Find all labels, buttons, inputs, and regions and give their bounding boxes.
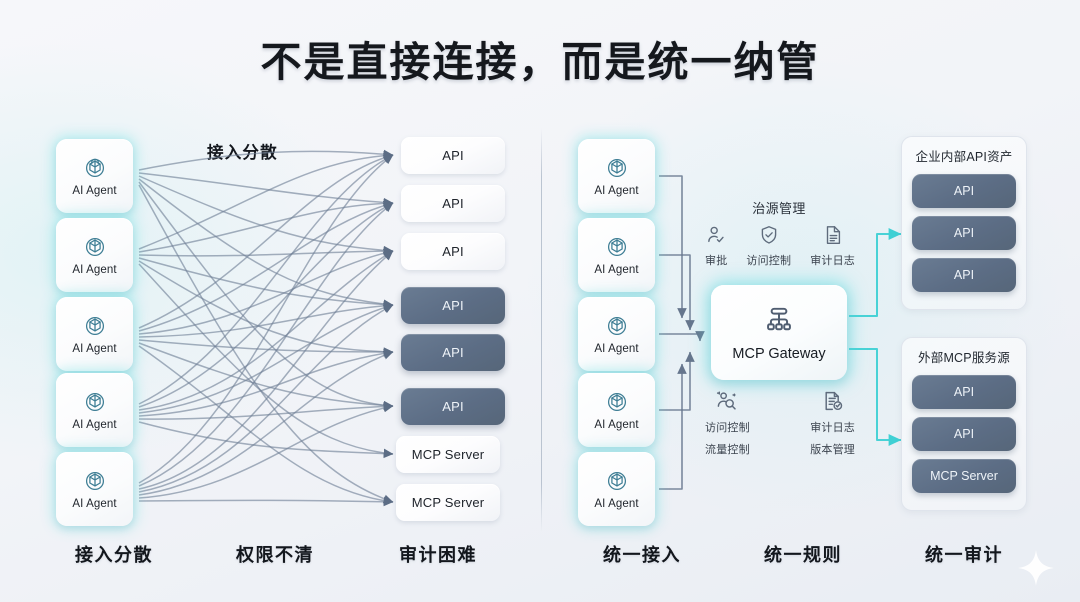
- panel-external-mcp-sources: 外部MCP服务源 API API MCP Server: [901, 337, 1027, 511]
- agent-label: AI Agent: [594, 184, 639, 197]
- openai-logo-icon: [85, 392, 104, 411]
- openai-logo-icon: [85, 237, 104, 256]
- user-check-icon: [708, 226, 724, 243]
- scatter-heading: 接入分散: [207, 144, 278, 162]
- left-agent-card-1[interactable]: AI Agent: [56, 139, 133, 213]
- sparkle-icon: [1018, 550, 1054, 586]
- openai-logo-icon: [607, 237, 626, 256]
- mcp-gateway-node[interactable]: MCP Gateway: [711, 285, 847, 380]
- capability-audit-log[interactable]: 审计日志 版本管理: [810, 389, 855, 457]
- capability-caption-top: 访问控制: [705, 422, 750, 434]
- panel-title: 外部MCP服务源: [918, 351, 1010, 365]
- panel-item[interactable]: API: [912, 417, 1016, 451]
- governance-caption: 访问控制: [746, 255, 792, 267]
- agent-label: AI Agent: [594, 418, 639, 431]
- governance-title: 治源管理: [752, 201, 806, 216]
- capability-access-control[interactable]: 访问控制 流量控制: [705, 389, 750, 457]
- governance-item-access-control[interactable]: 访问控制: [746, 224, 791, 268]
- capability-caption-bottom: 流量控制: [705, 444, 750, 456]
- bottom-label-right-3: 统一审计: [925, 545, 1003, 565]
- access-scan-icon: [717, 391, 737, 410]
- openai-logo-icon: [607, 158, 626, 177]
- bottom-label-left-2: 权限不清: [236, 545, 314, 565]
- section-divider: [541, 128, 542, 532]
- capability-caption-top: 审计日志: [810, 422, 855, 434]
- openai-logo-icon: [85, 471, 104, 490]
- left-endpoint-7[interactable]: MCP Server: [396, 436, 500, 473]
- right-agent-card-3[interactable]: AI Agent: [578, 297, 655, 371]
- governance-caption: 审计日志: [810, 255, 855, 267]
- left-endpoint-1[interactable]: API: [401, 137, 505, 174]
- agent-label: AI Agent: [594, 342, 639, 355]
- governance-item-audit-log[interactable]: 审计日志: [810, 224, 855, 268]
- left-agent-card-2[interactable]: AI Agent: [56, 218, 133, 292]
- left-endpoint-6[interactable]: API: [401, 388, 505, 425]
- panel-item[interactable]: API: [912, 258, 1016, 292]
- document-lines-icon: [826, 226, 840, 244]
- audit-check-icon: [825, 391, 842, 411]
- left-agent-card-4[interactable]: AI Agent: [56, 373, 133, 447]
- left-endpoint-8[interactable]: MCP Server: [396, 484, 500, 521]
- left-endpoint-3[interactable]: API: [401, 233, 505, 270]
- agent-label: AI Agent: [72, 342, 117, 355]
- openai-logo-icon: [85, 316, 104, 335]
- page-title: 不是直接连接，而是统一纳管: [260, 39, 820, 85]
- panel-title: 企业内部API资产: [915, 150, 1013, 164]
- right-agent-card-2[interactable]: AI Agent: [578, 218, 655, 292]
- openai-logo-icon: [85, 158, 104, 177]
- left-endpoint-4[interactable]: API: [401, 287, 505, 324]
- panel-item[interactable]: API: [912, 216, 1016, 250]
- governance-caption: 审批: [705, 255, 728, 267]
- left-endpoint-5[interactable]: API: [401, 334, 505, 371]
- agent-label: AI Agent: [594, 263, 639, 276]
- left-endpoint-2[interactable]: API: [401, 185, 505, 222]
- openai-logo-icon: [607, 392, 626, 411]
- agent-label: AI Agent: [72, 184, 117, 197]
- hierarchy-icon: [767, 307, 791, 330]
- right-agent-card-1[interactable]: AI Agent: [578, 139, 655, 213]
- panel-items: API API API: [902, 174, 1026, 292]
- bottom-label-left-3: 审计困难: [399, 545, 477, 565]
- right-agent-card-5[interactable]: AI Agent: [578, 452, 655, 526]
- agent-label: AI Agent: [594, 497, 639, 510]
- openai-logo-icon: [607, 316, 626, 335]
- bottom-label-right-2: 统一规则: [764, 545, 842, 565]
- agent-label: AI Agent: [72, 263, 117, 276]
- panel-item[interactable]: API: [912, 375, 1016, 409]
- bottom-label-left-1: 接入分散: [75, 545, 153, 565]
- panel-items: API API MCP Server: [902, 375, 1026, 493]
- left-agent-card-5[interactable]: AI Agent: [56, 452, 133, 526]
- shield-check-icon: [761, 226, 777, 244]
- governance-icon-row: 审批 访问控制 审计日志: [705, 224, 855, 268]
- left-agent-card-3[interactable]: AI Agent: [56, 297, 133, 371]
- panel-internal-api-assets: 企业内部API资产 API API API: [901, 136, 1027, 310]
- agent-label: AI Agent: [72, 418, 117, 431]
- capability-caption-bottom: 版本管理: [810, 444, 855, 456]
- right-agent-card-4[interactable]: AI Agent: [578, 373, 655, 447]
- capability-icon-row: 访问控制 流量控制 审计日志 版本管理: [705, 389, 855, 457]
- panel-item[interactable]: MCP Server: [912, 459, 1016, 493]
- governance-item-approval[interactable]: 审批: [705, 224, 727, 268]
- panel-item[interactable]: API: [912, 174, 1016, 208]
- bottom-label-right-1: 统一接入: [603, 545, 681, 565]
- openai-logo-icon: [607, 471, 626, 490]
- gateway-label: MCP Gateway: [732, 345, 826, 362]
- agent-label: AI Agent: [72, 497, 117, 510]
